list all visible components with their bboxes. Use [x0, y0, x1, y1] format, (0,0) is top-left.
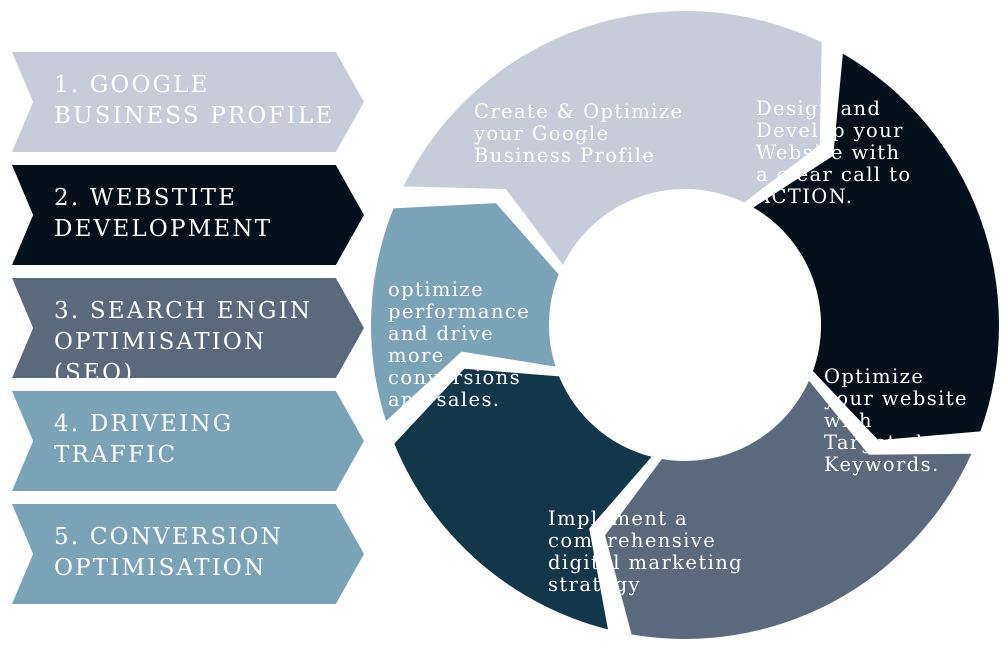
- segment-conversions: [371, 203, 559, 421]
- step-google-business-profile: 1. GOOGLE BUSINESS PROFILE: [12, 52, 364, 152]
- segment-website: [753, 53, 999, 441]
- segment-seo: [605, 380, 972, 639]
- cycle-text-seo: Optimize your website with Targeted Keyw…: [824, 365, 968, 476]
- step-label: 1. GOOGLE BUSINESS PROFILE: [54, 72, 335, 129]
- cycle-text-google-profile: Create & Optimize your Google Business P…: [474, 100, 684, 167]
- step-label: 5. CONVERSION OPTIMISATION: [54, 524, 283, 581]
- segment-strategy: [394, 368, 652, 630]
- step-driving-traffic: 4. DRIVEING TRAFFIC: [12, 391, 364, 491]
- step-search-engine-optimisation: 3. SEARCH ENGIN OPTIMISATION (SEO): [12, 278, 364, 378]
- cycle-text-conversions: optimize performance and drive more conv…: [388, 278, 531, 411]
- step-conversion-optimisation: 5. CONVERSION OPTIMISATION: [12, 504, 364, 604]
- step-website-development: 2. WEBSTITE DEVELOPMENT: [12, 165, 364, 265]
- segment-google-profile: [403, 11, 822, 266]
- cycle-text-strategy: Implement a comprehensive digital market…: [548, 507, 744, 596]
- step-label: 2. WEBSTITE DEVELOPMENT: [54, 185, 273, 242]
- cycle-text-website: Design and Develop your Website with a c…: [756, 97, 912, 208]
- step-label: 3. SEARCH ENGIN OPTIMISATION (SEO): [54, 298, 313, 386]
- step-label: 4. DRIVEING TRAFFIC: [54, 411, 234, 468]
